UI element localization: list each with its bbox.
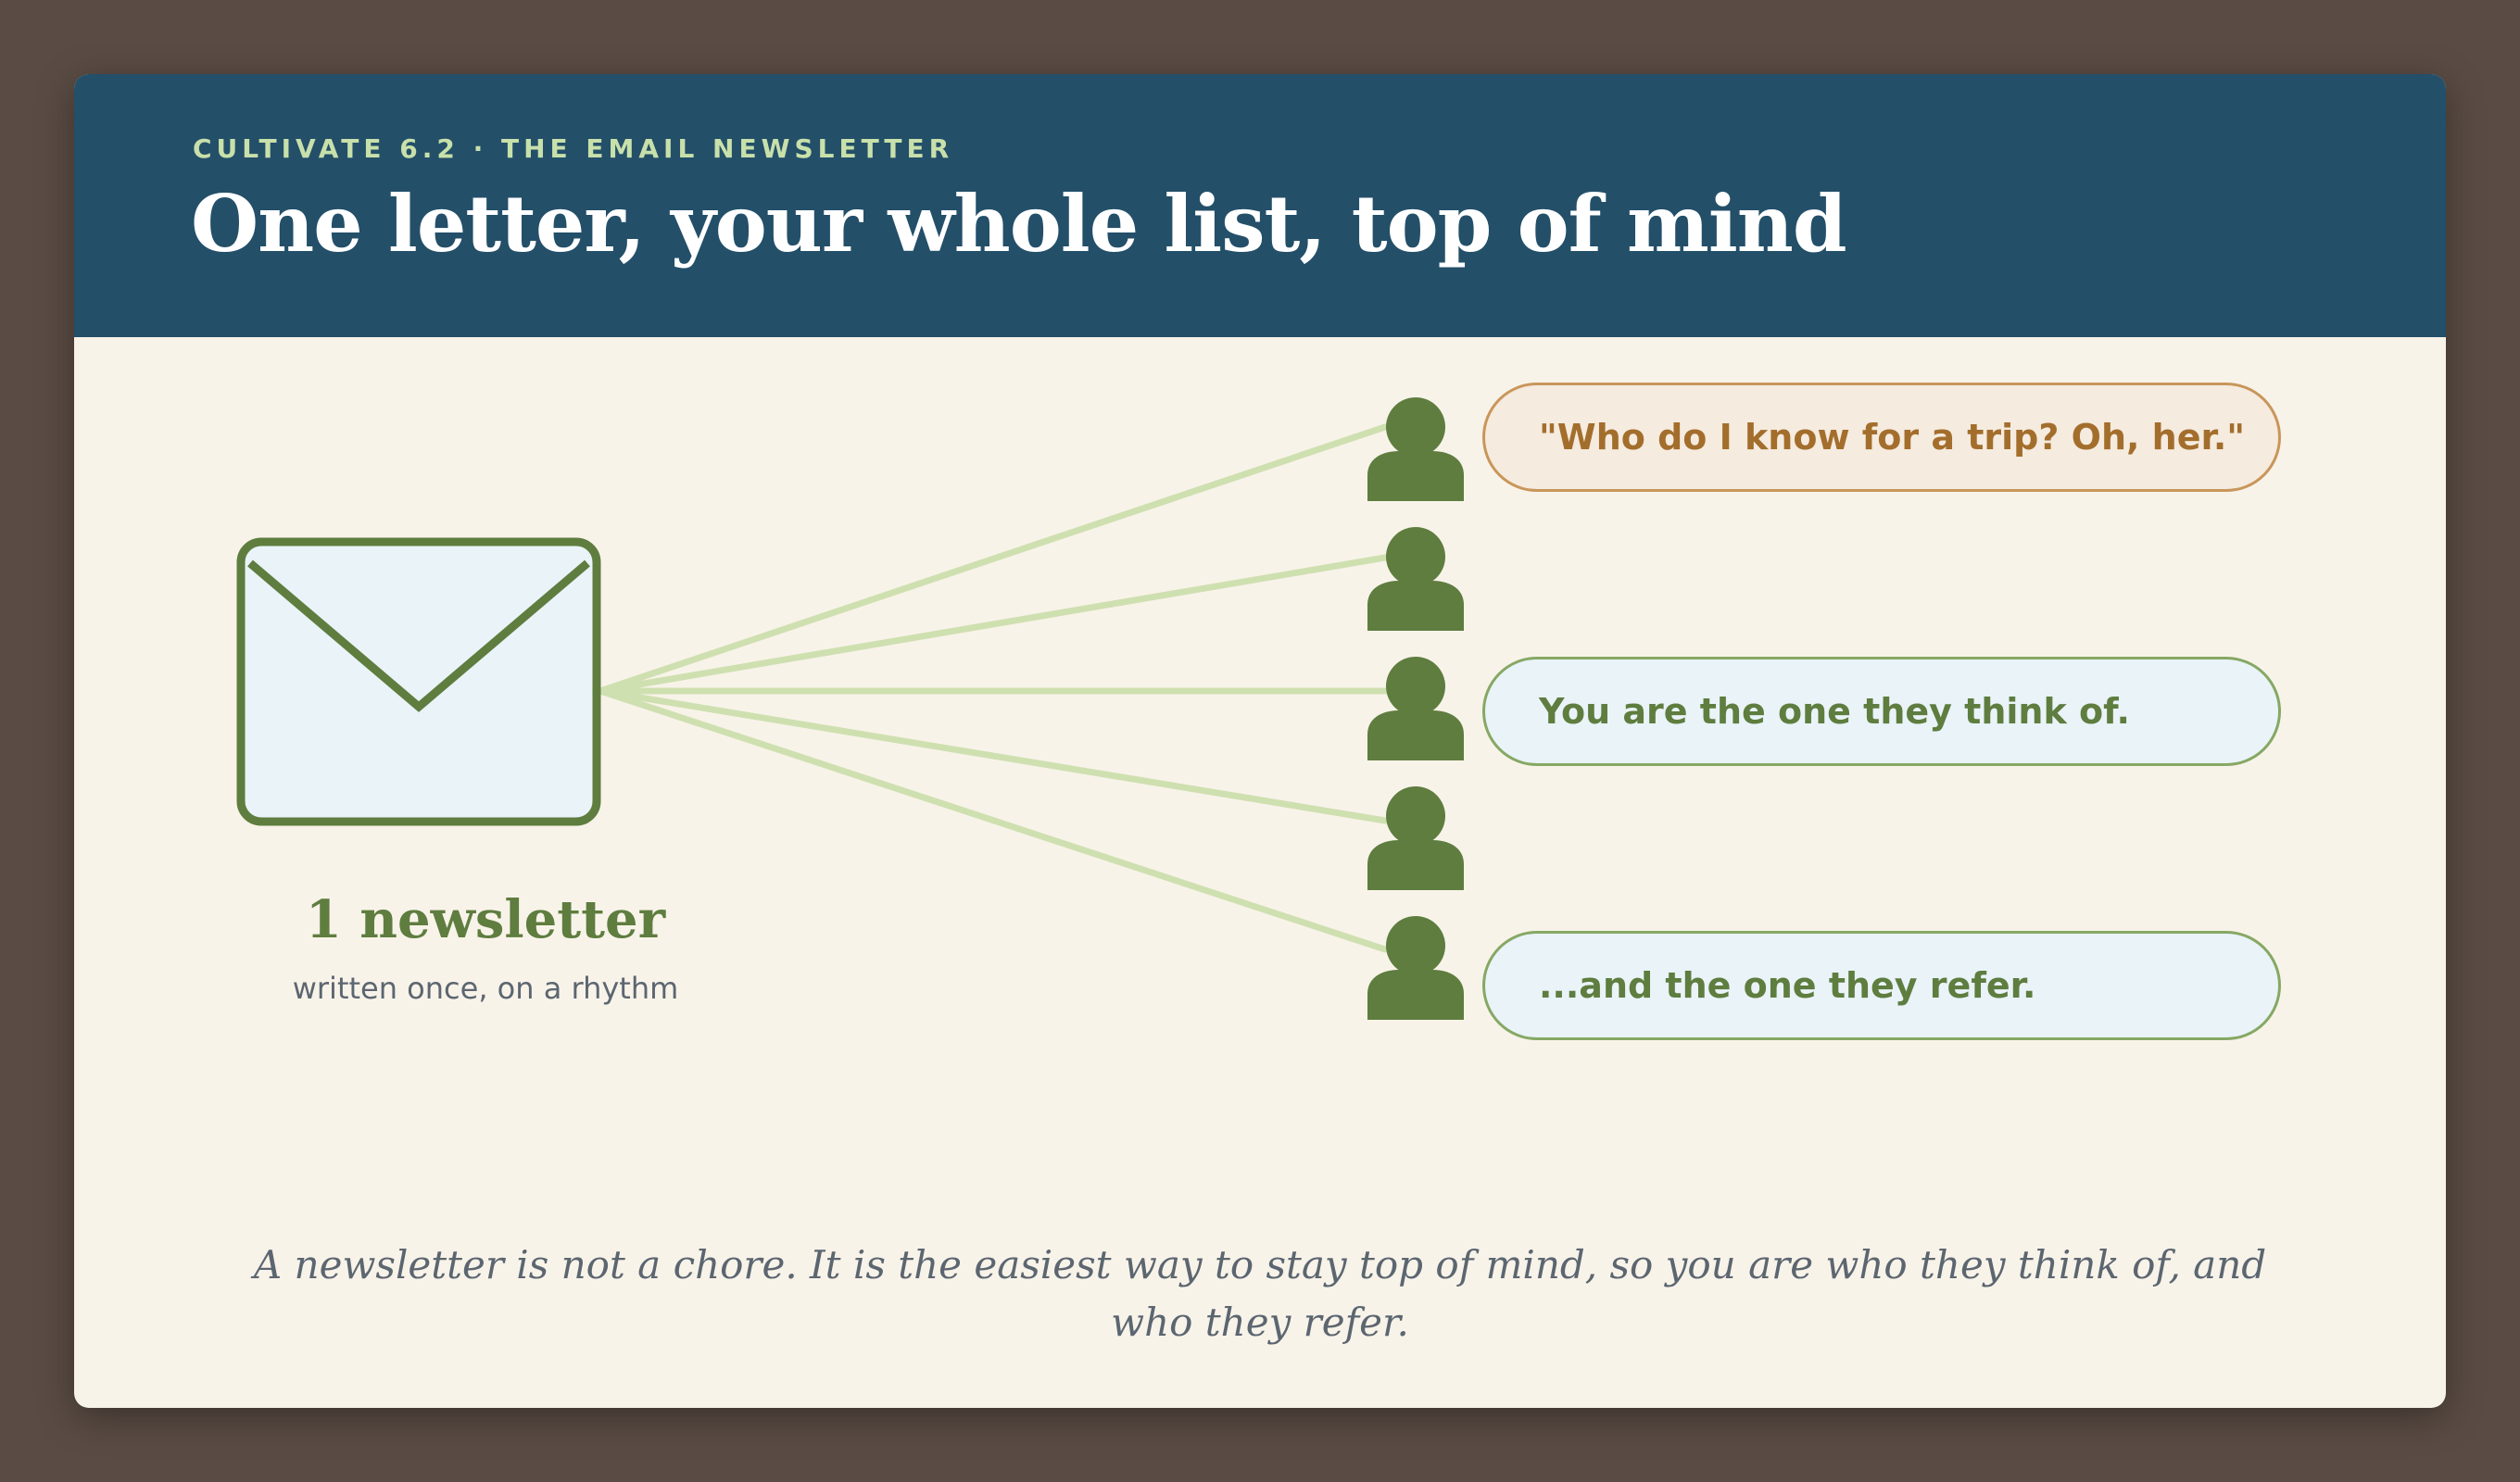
person-icon: [1367, 916, 1464, 1020]
slide-header: CULTIVATE 6.2 · THE EMAIL NEWSLETTER One…: [74, 74, 2446, 337]
person-icon: [1367, 397, 1464, 501]
connector-line-1: [597, 423, 1389, 695]
connector-line-2: [597, 554, 1389, 695]
speech-bubble-think-of: You are the one they think of.: [1482, 657, 2281, 766]
envelope-icon: [236, 537, 601, 826]
speech-bubble-refer: ...and the one they refer.: [1482, 931, 2281, 1040]
slide-card: CULTIVATE 6.2 · THE EMAIL NEWSLETTER One…: [74, 74, 2446, 1408]
newsletter-count-sublabel: written once, on a rhythm: [292, 971, 679, 1006]
connector-line-4: [597, 687, 1389, 824]
person-icon: [1367, 527, 1464, 631]
person-icon: [1367, 657, 1464, 760]
broadcast-diagram: [236, 397, 1464, 1020]
newsletter-count-label: 1 newsletter: [305, 889, 666, 950]
section-eyebrow: CULTIVATE 6.2 · THE EMAIL NEWSLETTER: [193, 133, 954, 164]
speech-bubble-text: You are the one they think of.: [1539, 691, 2130, 732]
speech-bubble-thought: "Who do I know for a trip? Oh, her.": [1482, 383, 2281, 492]
recipient-icons: [1367, 397, 1464, 1020]
connector-lines: [597, 423, 1389, 953]
slide-caption: A newsletter is not a chore. It is the e…: [253, 1242, 2267, 1345]
person-icon: [1367, 786, 1464, 890]
speech-bubble-text: ...and the one they refer.: [1539, 965, 2036, 1006]
connector-line-5: [597, 687, 1389, 953]
slide-title: One letter, your whole list, top of mind: [191, 178, 1847, 270]
speech-bubble-text: "Who do I know for a trip? Oh, her.": [1539, 417, 2246, 458]
